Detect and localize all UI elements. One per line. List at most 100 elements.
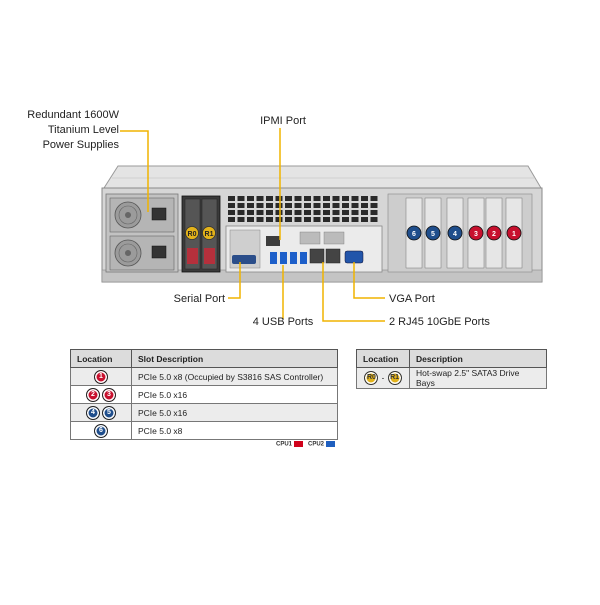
drive-table-header-location: Location [356, 349, 410, 368]
vent-slot [275, 210, 283, 215]
vent-grid [228, 196, 378, 222]
slot-description-cell: PCIe 5.0 x8 (Occupied by S3816 SAS Contr… [131, 367, 338, 386]
rj45-port-1 [309, 248, 325, 264]
vent-slot [285, 210, 292, 215]
vent-slot [228, 203, 235, 208]
power-label-line3: Power Supplies [43, 139, 120, 151]
vent-slot [294, 210, 302, 215]
rj45-port-2 [325, 248, 341, 264]
usb-port-3 [290, 252, 297, 264]
drive-location-badge: R1 [387, 371, 402, 385]
vent-slot [361, 217, 368, 222]
vent-slot [361, 210, 368, 215]
vent-slot [266, 217, 273, 222]
ipmi-label: IPMI Port [260, 115, 306, 127]
vent-slot [247, 217, 254, 222]
slot-badge-4: 4 [453, 231, 457, 238]
drive-badge-r1: R1 [205, 231, 214, 238]
vent-slot [313, 217, 321, 222]
vent-slot [256, 210, 264, 215]
vent-slot [228, 217, 235, 222]
drive-table-header-description: Description [409, 349, 547, 368]
serial-port-connector [232, 255, 256, 264]
vent-slot [304, 210, 311, 215]
vent-slot [237, 217, 245, 222]
legend-label-cpu2: CPU2 [308, 441, 325, 448]
slot-badge-circle [425, 225, 441, 241]
vent-slot [323, 196, 330, 201]
slot-location-cell: 6 [70, 421, 132, 440]
slot-badge-3: 3 [474, 231, 478, 238]
vent-slot [351, 196, 359, 201]
vent-slot [351, 217, 359, 222]
slot-location-badge: 2 [86, 387, 100, 402]
vent-slot [351, 210, 359, 215]
chassis-top-lid [103, 165, 542, 189]
vent-slot [266, 210, 273, 215]
vent-slot [342, 203, 349, 208]
slot-badge-circle [468, 225, 484, 241]
cpu-legend: CPU1 CPU2 [276, 441, 340, 448]
vent-slot [247, 210, 254, 215]
slot-badge-6: 6 [412, 231, 416, 238]
vent-slot [285, 217, 292, 222]
vent-slot [228, 210, 235, 215]
vent-slot [304, 196, 311, 201]
slot-badge-circle [447, 225, 463, 241]
vent-slot [285, 203, 292, 208]
vent-slot [370, 210, 378, 215]
vent-slot [285, 196, 292, 201]
legend-swatch-cpu2 [326, 441, 336, 447]
vent-slot [313, 203, 321, 208]
vent-slot [275, 217, 283, 222]
slot-location-badge: 1 [94, 369, 108, 384]
slot-location-badge: 6 [94, 423, 108, 438]
vent-slot [370, 196, 378, 201]
vent-slot [351, 203, 359, 208]
vent-slot [247, 203, 254, 208]
vga-port-connector [344, 250, 364, 264]
vent-slot [256, 203, 264, 208]
callout-lines [120, 128, 385, 322]
drive-location-badge: R0 [364, 371, 379, 385]
vent-slot [332, 210, 340, 215]
vent-slot [304, 217, 311, 222]
slot-description-cell: PCIe 5.0 x8 [131, 421, 338, 440]
vent-slot [247, 196, 254, 201]
vent-slot [342, 196, 349, 201]
vent-slot [332, 203, 340, 208]
power-label-line1: Redundant 1600W [27, 109, 119, 121]
slot-description-cell: PCIe 5.0 x16 [131, 403, 338, 422]
vent-slot [332, 196, 340, 201]
vent-slot [370, 217, 378, 222]
vent-slot [370, 203, 378, 208]
vent-slot [294, 217, 302, 222]
slot-badge-2: 2 [492, 231, 496, 238]
slot-location-badge: 3 [102, 387, 116, 402]
legend-label-cpu1: CPU1 [276, 441, 293, 448]
vent-slot [275, 203, 283, 208]
vent-slot [237, 196, 245, 201]
slot-table-header-location: Location [70, 349, 132, 368]
vent-slot [256, 196, 264, 201]
rj45-label: 2 RJ45 10GbE Ports [389, 316, 490, 328]
serial-label: Serial Port [174, 293, 225, 305]
vga-label: VGA Port [389, 293, 435, 305]
vent-slot [342, 210, 349, 215]
vent-slot [304, 203, 311, 208]
slot-table-row: 1 PCIe 5.0 x8 (Occupied by S3816 SAS Cont… [70, 367, 338, 386]
drive-location-separator: - [379, 373, 387, 383]
slot-description-cell: PCIe 5.0 x16 [131, 385, 338, 404]
slot-location-badge: 5 [102, 405, 116, 420]
vent-slot [323, 210, 330, 215]
vent-slot [275, 196, 283, 201]
slot-table-header-description: Slot Description [131, 349, 338, 368]
slot-table-row: 6 PCIe 5.0 x8 [70, 421, 338, 440]
vent-slot [228, 196, 235, 201]
